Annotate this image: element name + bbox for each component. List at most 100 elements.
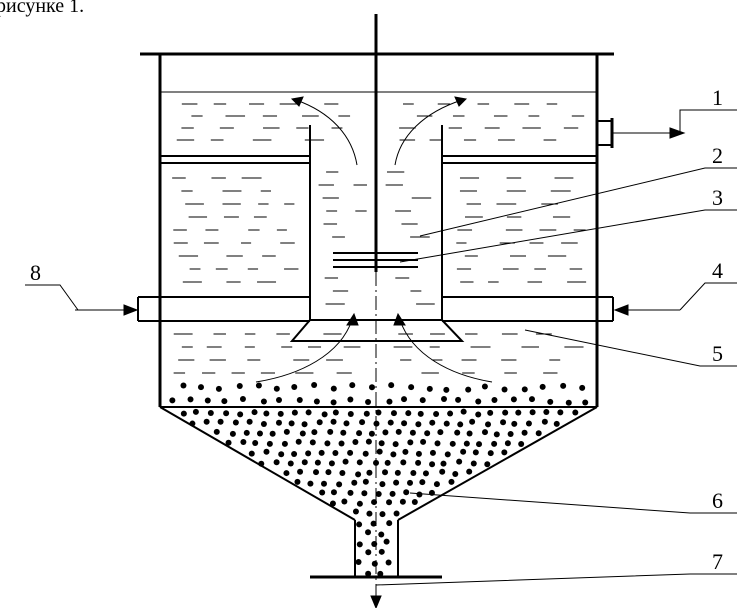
sediment-particle xyxy=(454,429,461,436)
sediment-particle xyxy=(291,383,298,390)
inlet-arrow-left-head xyxy=(123,304,139,316)
sediment-particle xyxy=(347,449,354,456)
sediment-particle xyxy=(582,399,589,406)
sediment-particle xyxy=(252,440,259,447)
sediment-particle xyxy=(417,410,424,417)
sediment-particle xyxy=(560,382,567,389)
sediment-particle xyxy=(481,429,488,436)
label-3: 3 xyxy=(712,185,723,210)
sediment-particle xyxy=(419,479,426,486)
sediment-particle xyxy=(472,449,479,456)
sediment-particle xyxy=(541,418,548,425)
sediment-particle xyxy=(415,459,422,466)
sediment-particle xyxy=(379,511,386,518)
sediment-particle xyxy=(543,408,550,415)
sediment-particle xyxy=(237,411,244,418)
sediment-particle xyxy=(291,450,298,457)
sediment-particle xyxy=(365,549,372,556)
sediment-particle xyxy=(416,491,423,498)
sediment-particle xyxy=(419,397,426,404)
sediment-particle xyxy=(399,498,406,505)
sediment-particle xyxy=(311,382,318,389)
sediment-particle xyxy=(394,469,401,476)
sediment-particle xyxy=(443,420,450,427)
sediment-particle xyxy=(579,384,586,391)
sediment-particle xyxy=(299,430,306,437)
sediment-particle xyxy=(355,471,362,478)
tube-flare xyxy=(289,319,465,342)
sediment-particle xyxy=(273,459,280,466)
sediment-particle xyxy=(366,510,373,517)
sediment-particle xyxy=(277,410,284,417)
sediment-particle xyxy=(204,397,211,404)
label-4: 4 xyxy=(712,258,723,283)
sediment-particle xyxy=(294,478,301,485)
sediment-particle xyxy=(371,499,378,506)
sediment-particle xyxy=(243,429,250,436)
sediment-particle xyxy=(225,439,232,446)
sediment-particle xyxy=(449,440,456,447)
sediment-particle xyxy=(373,420,380,427)
sediment-particle xyxy=(402,448,409,455)
sediment-particle xyxy=(203,418,210,425)
sediment-particle xyxy=(189,420,196,427)
sediment-particle xyxy=(485,421,492,428)
sediment-particle xyxy=(283,470,290,477)
sediment-particle xyxy=(320,480,327,487)
sediment-particle xyxy=(405,410,412,417)
sediment-particle xyxy=(336,481,343,488)
sediment-particle xyxy=(433,411,440,418)
sediment-particle xyxy=(475,411,482,418)
sediment-particle xyxy=(426,385,433,392)
sediment-particle xyxy=(338,440,345,447)
flow-arrow-head xyxy=(290,96,304,107)
sediment-particle xyxy=(365,398,372,405)
flow-arrow xyxy=(394,99,463,166)
sediment-particle xyxy=(460,408,467,415)
sediment-particles xyxy=(169,382,589,577)
sediment-particle xyxy=(365,529,372,536)
sediment-particle xyxy=(463,440,470,447)
sediment-particle xyxy=(539,383,546,390)
sediment-particle xyxy=(386,398,393,405)
sediment-particle xyxy=(356,521,363,528)
flow-arrow xyxy=(295,99,358,166)
sediment-particle xyxy=(352,508,359,515)
sediment-particle xyxy=(362,450,369,457)
sediment-particle xyxy=(521,429,528,436)
sediment-particle xyxy=(313,398,320,405)
sediment-particle xyxy=(500,419,507,426)
sediment-particle xyxy=(341,498,348,505)
sediment-particle xyxy=(378,531,385,538)
sediment-particle xyxy=(455,396,462,403)
sediment-particle xyxy=(251,409,258,416)
sediment-particle xyxy=(260,398,267,405)
flow-arrow-head xyxy=(454,96,468,107)
sediment-particle xyxy=(356,459,363,466)
cone-right xyxy=(397,406,598,521)
leader-4 xyxy=(679,282,737,311)
sediment-particle xyxy=(447,410,454,417)
sediment-particle xyxy=(465,386,472,393)
sediment-particle xyxy=(239,396,246,403)
sediment-particle xyxy=(521,386,528,393)
outlet-arrow-head xyxy=(669,127,686,139)
sediment-particle xyxy=(452,470,459,477)
sediment-particle xyxy=(502,409,509,416)
sediment-particle xyxy=(491,397,498,404)
sediment-particle xyxy=(390,451,397,458)
inlet-arrow-right-head xyxy=(613,304,629,316)
sediment-particle xyxy=(475,398,482,405)
sediment-particle xyxy=(385,559,392,566)
sediment-particle xyxy=(215,385,222,392)
sediment-particle xyxy=(246,418,253,425)
sediment-particle xyxy=(401,420,408,427)
sediment-particle xyxy=(305,409,312,416)
sediment-particle xyxy=(572,409,579,416)
sediment-particle xyxy=(359,419,366,426)
leader-6 xyxy=(409,492,737,514)
sediment-particle xyxy=(481,383,488,390)
sediment-particle xyxy=(288,420,295,427)
sediment-particle xyxy=(256,430,263,437)
sediment-particle xyxy=(297,468,304,475)
